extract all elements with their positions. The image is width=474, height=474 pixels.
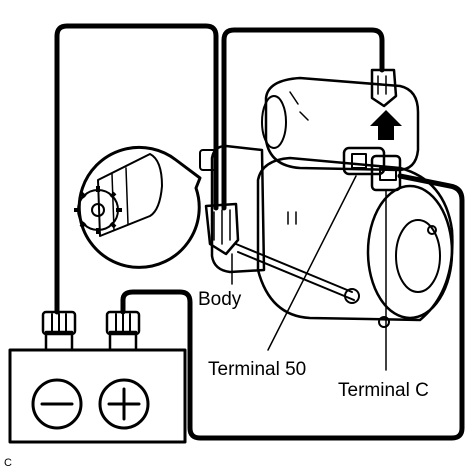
label-body: Body (198, 289, 242, 310)
label-terminal-c: Terminal C (338, 380, 429, 401)
motor-end-cover (366, 184, 454, 320)
positive-clamp (105, 310, 141, 336)
figure-code: C (4, 457, 12, 469)
terminal-50-leader-line (267, 175, 357, 351)
minus-icon (31, 378, 83, 430)
negative-clamp (41, 310, 77, 336)
terminal-50-lead (221, 27, 385, 211)
solenoid-body (264, 76, 420, 172)
plus-icon (98, 378, 150, 430)
starter-motor (199, 76, 454, 328)
pinion-detail-callout (74, 145, 202, 269)
label-terminal-50: Terminal 50 (208, 359, 306, 380)
callout-bubble (77, 145, 202, 269)
battery (8, 310, 187, 444)
terminal-50-connector (342, 146, 386, 176)
body-clip (204, 202, 240, 256)
test-leads (54, 23, 465, 441)
terminal-50-clip (370, 68, 398, 108)
disconnect-arrow-icon (370, 110, 402, 140)
negative-lead (54, 23, 219, 315)
battery-case (8, 348, 187, 444)
pinion-gear-icon (74, 186, 122, 234)
